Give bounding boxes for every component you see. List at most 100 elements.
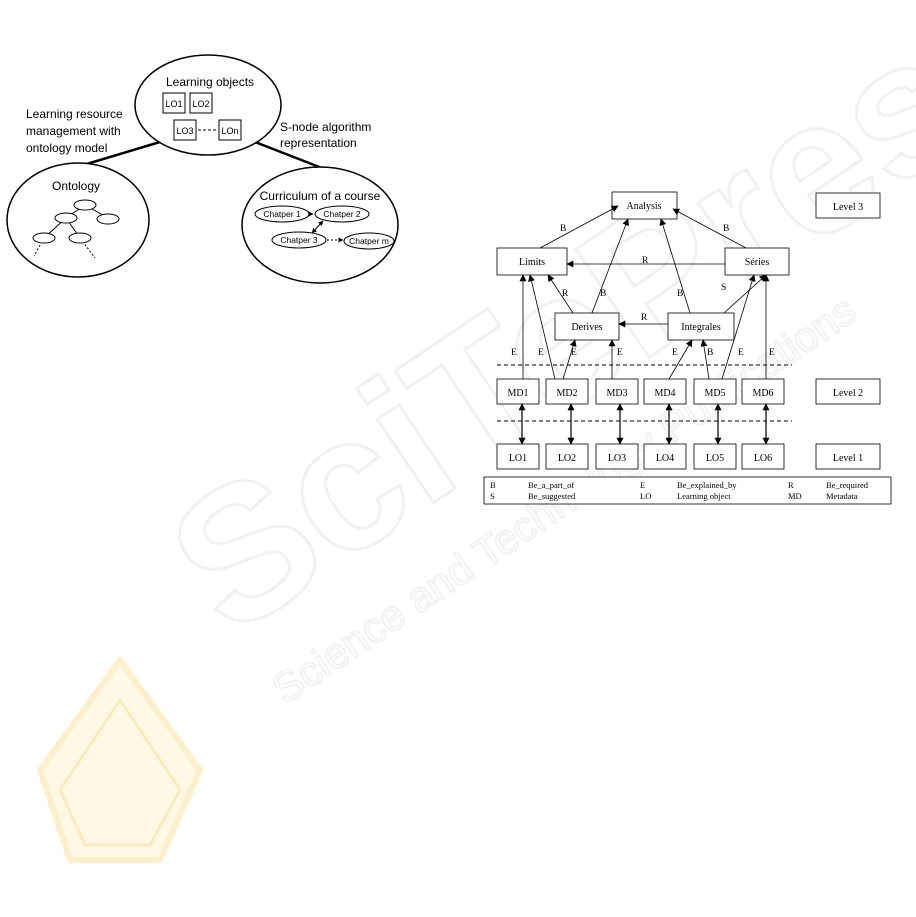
lo-box-n xyxy=(218,119,242,141)
edge-label-b-limits-analysis: B xyxy=(560,224,566,234)
legend-text-md: Metadata xyxy=(826,491,858,501)
concept-arrows xyxy=(518,205,770,445)
node-series-label: Séries xyxy=(745,257,770,268)
chapter-3-label: Chatper 3 xyxy=(280,235,318,245)
edge-label-e-1: E xyxy=(511,348,517,358)
arrow-md5-integrales xyxy=(700,339,710,380)
chapter-1-label: Chatper 1 xyxy=(263,209,301,219)
left-diagram: Learning objects LO1 LO2 LO3 LOn Learnin… xyxy=(6,54,399,284)
legend-text-e: Be_explained_by xyxy=(677,480,737,490)
node-analysis xyxy=(611,191,678,220)
node-analysis-label: Analysis xyxy=(627,201,662,212)
edge-label-r-integrales-derives: R xyxy=(641,313,648,323)
node-derives xyxy=(554,312,620,341)
lo-row-box-2-label: LO2 xyxy=(558,453,576,464)
arrow-integrales-analysis xyxy=(659,218,691,314)
lo-row-box-3-label: LO3 xyxy=(608,453,626,464)
md-box-1-label: MD1 xyxy=(507,388,528,399)
right-label-line-2: representation xyxy=(280,136,357,150)
lo-row-box-2 xyxy=(545,443,589,470)
level-3-box xyxy=(815,192,881,219)
learning-objects-cluster: Learning objects LO1 LO2 LO3 LOn xyxy=(134,54,282,156)
node-integrales-label: Integrales xyxy=(681,322,721,333)
curriculum-title: Curriculum of a course xyxy=(260,189,381,203)
legend: B Be_a_part_of E Be_explained_by R Be_re… xyxy=(483,476,892,505)
level-1-box xyxy=(815,443,881,470)
lo-box-3-label: LO3 xyxy=(176,126,193,136)
lo-row-box-4-label: LO4 xyxy=(656,453,674,464)
edge-label-r-derives-limits: R xyxy=(562,289,569,299)
md-box-5-label: MD5 xyxy=(704,388,725,399)
left-label-line-3: ontology model xyxy=(26,141,107,155)
md-box-1 xyxy=(496,378,540,405)
node-derives-label: Derives xyxy=(571,322,602,333)
lo-box-3 xyxy=(173,119,197,141)
legend-key-r: R xyxy=(788,480,794,490)
edge-label-b-series-analysis: B xyxy=(723,224,729,234)
chapter-m xyxy=(343,232,395,250)
edge-label-b-integrales-analysis: B xyxy=(677,289,683,299)
md-box-3-label: MD3 xyxy=(606,388,627,399)
chapter-2-to-3-arrow xyxy=(311,220,324,234)
legend-key-lo: LO xyxy=(640,491,651,501)
chapter-2-label: Chatper 2 xyxy=(323,209,361,219)
legend-key-s: S xyxy=(490,491,495,501)
lo-row-box-6 xyxy=(741,443,785,470)
md-box-5 xyxy=(693,378,737,405)
legend-key-b: B xyxy=(490,480,496,490)
lo-row-box-3 xyxy=(595,443,639,470)
edge-labels: B B R R B B S R E E E E E B E E xyxy=(511,224,775,358)
legend-box xyxy=(483,476,892,505)
edge-label-e-2: E xyxy=(538,348,544,358)
lo-row-box-5-label: LO5 xyxy=(706,453,724,464)
lo-box-1 xyxy=(162,92,186,114)
edge-label-e-6: E xyxy=(738,348,744,358)
edge-label-e-3: E xyxy=(571,348,577,358)
legend-text-b: Be_a_part_of xyxy=(528,480,574,490)
md-box-4-label: MD4 xyxy=(654,388,675,399)
arrow-md2-limits xyxy=(528,274,556,380)
arrow-limits-analysis xyxy=(539,205,619,249)
ontology-title: Ontology xyxy=(52,179,100,193)
lo-box-2-label: LO2 xyxy=(192,99,209,109)
md-box-6 xyxy=(741,378,785,405)
watermark-logo xyxy=(36,654,204,863)
edge-label-e-7: E xyxy=(769,348,775,358)
node-integrales xyxy=(667,312,735,341)
legend-key-md: MD xyxy=(788,491,802,501)
md-box-4 xyxy=(643,378,687,405)
chapter-2 xyxy=(314,205,370,223)
legend-text-r: Be_required xyxy=(826,480,869,490)
edge-label-e-5: E xyxy=(672,348,678,358)
metadata-row: MD1 MD2 MD3 MD4 MD5 MD6 xyxy=(496,378,785,405)
lo-box-2 xyxy=(189,92,213,114)
edge-label-b-md5: B xyxy=(707,348,713,358)
arrow-md4-integrales xyxy=(668,339,693,380)
lo-row-box-4 xyxy=(643,443,687,470)
md-box-2-label: MD2 xyxy=(556,388,577,399)
md-box-2 xyxy=(545,378,589,405)
edge-label-r-series-limits: R xyxy=(642,256,649,266)
md-box-6-label: MD6 xyxy=(752,388,773,399)
level-2-box xyxy=(815,378,881,405)
arrow-derives-analysis xyxy=(591,218,630,314)
legend-key-e: E xyxy=(640,480,645,490)
legend-text-s: Be_suggested xyxy=(528,491,576,501)
curriculum-cluster: Curriculum of a course Chatper 1 Chatper… xyxy=(241,166,399,284)
level-2-label: Level 2 xyxy=(833,388,863,399)
edge-label-e-4: E xyxy=(617,348,623,358)
arrow-md2-derives xyxy=(562,339,577,380)
ontology-cluster: Ontology xyxy=(6,162,150,278)
arrow-series-analysis xyxy=(672,208,747,249)
left-label-line-2: management with xyxy=(26,124,121,138)
lo-row-box-1-label: LO1 xyxy=(509,453,527,464)
md-box-3 xyxy=(595,378,639,405)
learning-object-row: LO1 LO2 LO3 LO4 LO5 LO6 xyxy=(496,443,785,470)
left-label-line-1: Learning resource xyxy=(26,107,123,121)
arrow-integrales-series xyxy=(723,274,767,314)
right-label-line-1: S-node algorithm xyxy=(280,120,371,134)
level-3-label: Level 3 xyxy=(833,202,863,213)
learning-objects-title: Learning objects xyxy=(166,75,254,89)
